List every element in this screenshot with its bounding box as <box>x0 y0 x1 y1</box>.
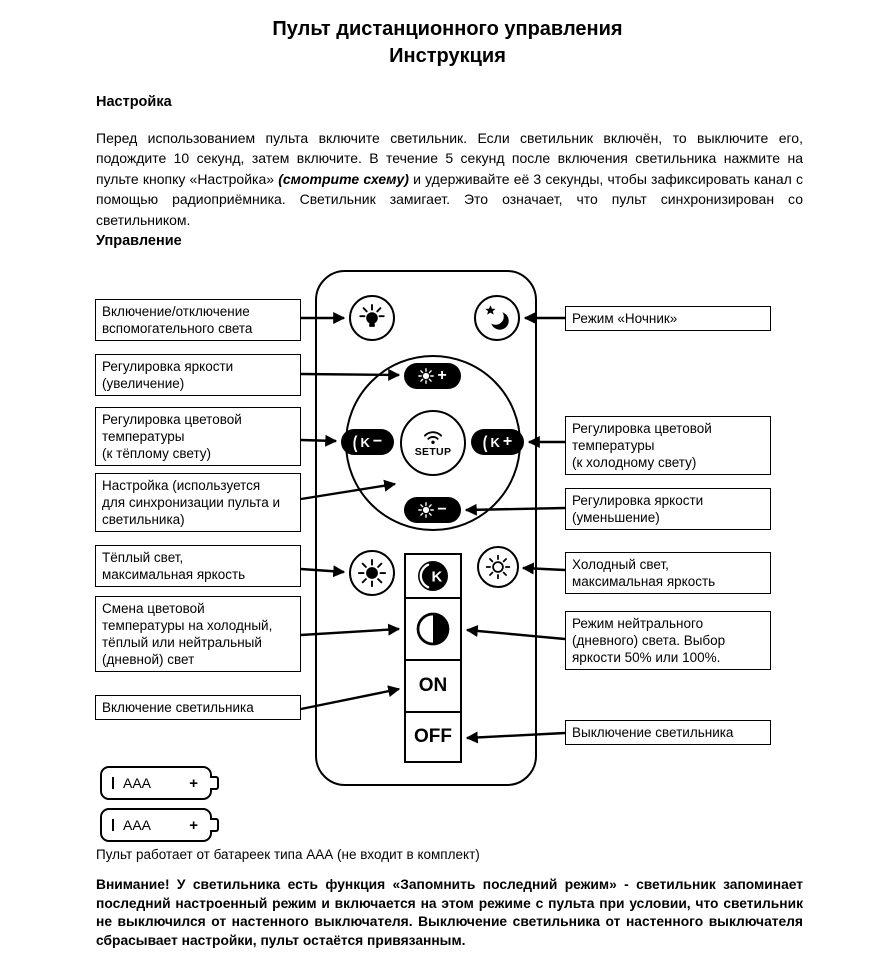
setup-paragraph-part2: и удерживайте её 3 секунды, чтобы зафикс… <box>96 170 803 228</box>
crescent-icon: ( <box>482 432 488 452</box>
on-label: ON <box>418 675 448 696</box>
remote-diagram: + ( K − SETUP ( K + <box>0 268 895 790</box>
callout-neutral-mode: Режим нейтрального (дневного) света. Выб… <box>565 611 771 670</box>
setup-paragraph-part1: Перед использованием пульта включите све… <box>96 130 803 187</box>
battery-aaa: AAA + <box>100 808 219 842</box>
page-title-line1: Пульт дистанционного управления <box>272 18 623 40</box>
battery-type-label: AAA <box>123 817 152 833</box>
section-heading-control: Управление <box>96 233 182 249</box>
callout-temp-cycle: Смена цветовой температуры на холодный, … <box>95 596 301 672</box>
night-mode-button <box>474 295 520 341</box>
color-temp-cycle-button: K <box>404 553 462 599</box>
brightness-down-button: − <box>404 497 461 523</box>
plus-sign: + <box>502 433 513 450</box>
callout-light-off: Выключение светильника <box>565 720 771 745</box>
battery-positive-terminal <box>210 818 219 832</box>
bulb-icon <box>359 303 385 327</box>
brightness-up-button: + <box>404 363 461 389</box>
section-heading-setup: Настройка <box>96 94 172 110</box>
minus-sign: − <box>437 501 447 518</box>
callout-cold-temp: Регулировка цветовой температуры (к холо… <box>565 416 771 475</box>
page-title-line2: Инструкция <box>389 45 506 67</box>
callout-setup: Настройка (используется для синхронизаци… <box>95 473 301 532</box>
kelvin-label: K <box>432 569 443 586</box>
callout-brightness-down: Регулировка яркости (уменьшение) <box>565 488 771 530</box>
setup-button: SETUP <box>400 410 466 476</box>
kelvin-label: K <box>490 434 500 450</box>
k-circle-icon: K <box>418 561 448 591</box>
on-button: ON <box>404 659 462 713</box>
battery-plus-label: + <box>189 774 198 792</box>
wifi-icon <box>423 431 443 444</box>
warm-max-button <box>349 550 395 596</box>
battery-terminal-mark <box>112 777 114 789</box>
setup-paragraph: Перед использованием пульта включите све… <box>96 128 803 230</box>
battery-type-label: AAA <box>123 775 152 791</box>
callout-night-mode: Режим «Ночник» <box>565 306 771 331</box>
half-circle-icon <box>416 612 450 646</box>
warning-paragraph: Внимание! У светильника есть функция «За… <box>96 877 803 948</box>
callout-light-on: Включение светильника <box>95 695 301 720</box>
sun-filled-icon <box>357 558 387 588</box>
plus-sign: + <box>437 367 447 384</box>
cold-temp-button: ( K + <box>471 429 524 455</box>
kelvin-label: K <box>360 434 370 450</box>
battery-caption: Пульт работает от батареек типа ААА (не … <box>96 847 480 862</box>
callout-cold-max: Холодный свет, максимальная яркость <box>565 552 771 594</box>
off-label: OFF <box>414 726 452 747</box>
moon-star-icon <box>485 305 509 330</box>
neutral-mode-button <box>404 597 462 661</box>
aux-light-button <box>349 295 395 341</box>
setup-label: SETUP <box>414 446 452 458</box>
battery-terminal-mark <box>112 819 114 831</box>
crescent-icon: ( <box>352 432 358 452</box>
minus-sign: − <box>372 433 383 450</box>
callout-warm-max: Тёплый свет, максимальная яркость <box>95 545 301 587</box>
callout-warm-temp: Регулировка цветовой температуры (к тёпл… <box>95 407 301 466</box>
sun-icon <box>418 368 435 384</box>
callout-brightness-up: Регулировка яркости (увеличение) <box>95 354 301 396</box>
off-button: OFF <box>404 711 462 763</box>
sun-outline-icon <box>485 554 511 580</box>
sun-icon <box>418 502 435 518</box>
battery-plus-label: + <box>189 816 198 834</box>
button-column: K ON OFF <box>404 553 462 763</box>
battery-aaa: AAA + <box>100 766 219 800</box>
cold-max-button <box>477 546 519 588</box>
setup-paragraph-emphasis: (смотрите схему) <box>278 170 409 187</box>
battery-positive-terminal <box>210 776 219 790</box>
page-title: Пульт дистанционного управления Инструкц… <box>0 16 895 70</box>
warm-temp-button: ( K − <box>341 429 394 455</box>
callout-aux-light: Включение/отключение вспомогательного св… <box>95 299 301 341</box>
